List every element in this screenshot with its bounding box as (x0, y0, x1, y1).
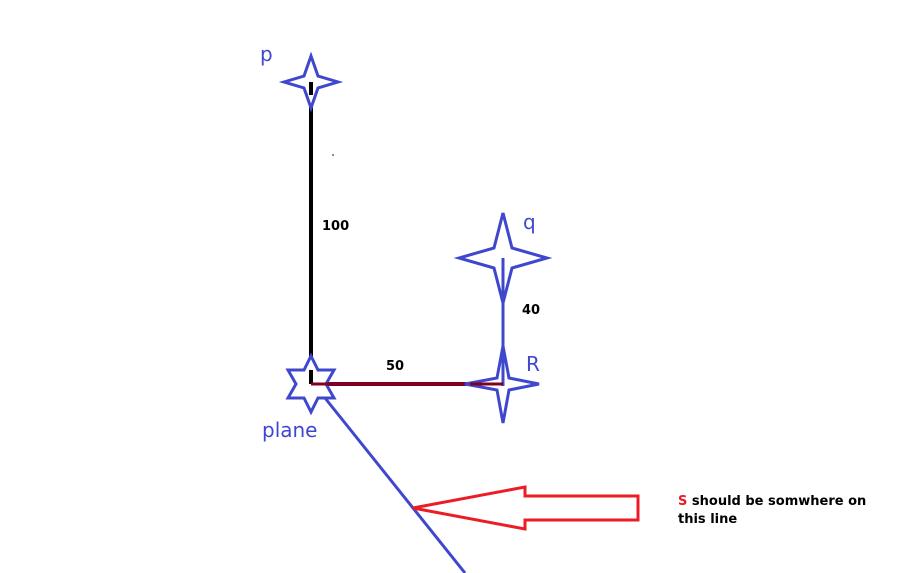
s-line (311, 382, 467, 573)
stray-dot (332, 154, 334, 156)
distance-r-q: 40 (522, 303, 541, 318)
label-r: R (526, 352, 540, 376)
label-p: p (260, 42, 273, 66)
label-q: q (523, 210, 536, 234)
distance-p-plane: 100 (322, 219, 350, 234)
s-line-note: S should be somwhere on this line (678, 493, 893, 529)
distance-plane-r: 50 (386, 359, 405, 374)
note-text: should be somwhere on this line (678, 494, 867, 527)
pointer-arrow (412, 485, 640, 531)
label-plane: plane (262, 418, 318, 442)
note-s-letter: S (678, 494, 688, 509)
